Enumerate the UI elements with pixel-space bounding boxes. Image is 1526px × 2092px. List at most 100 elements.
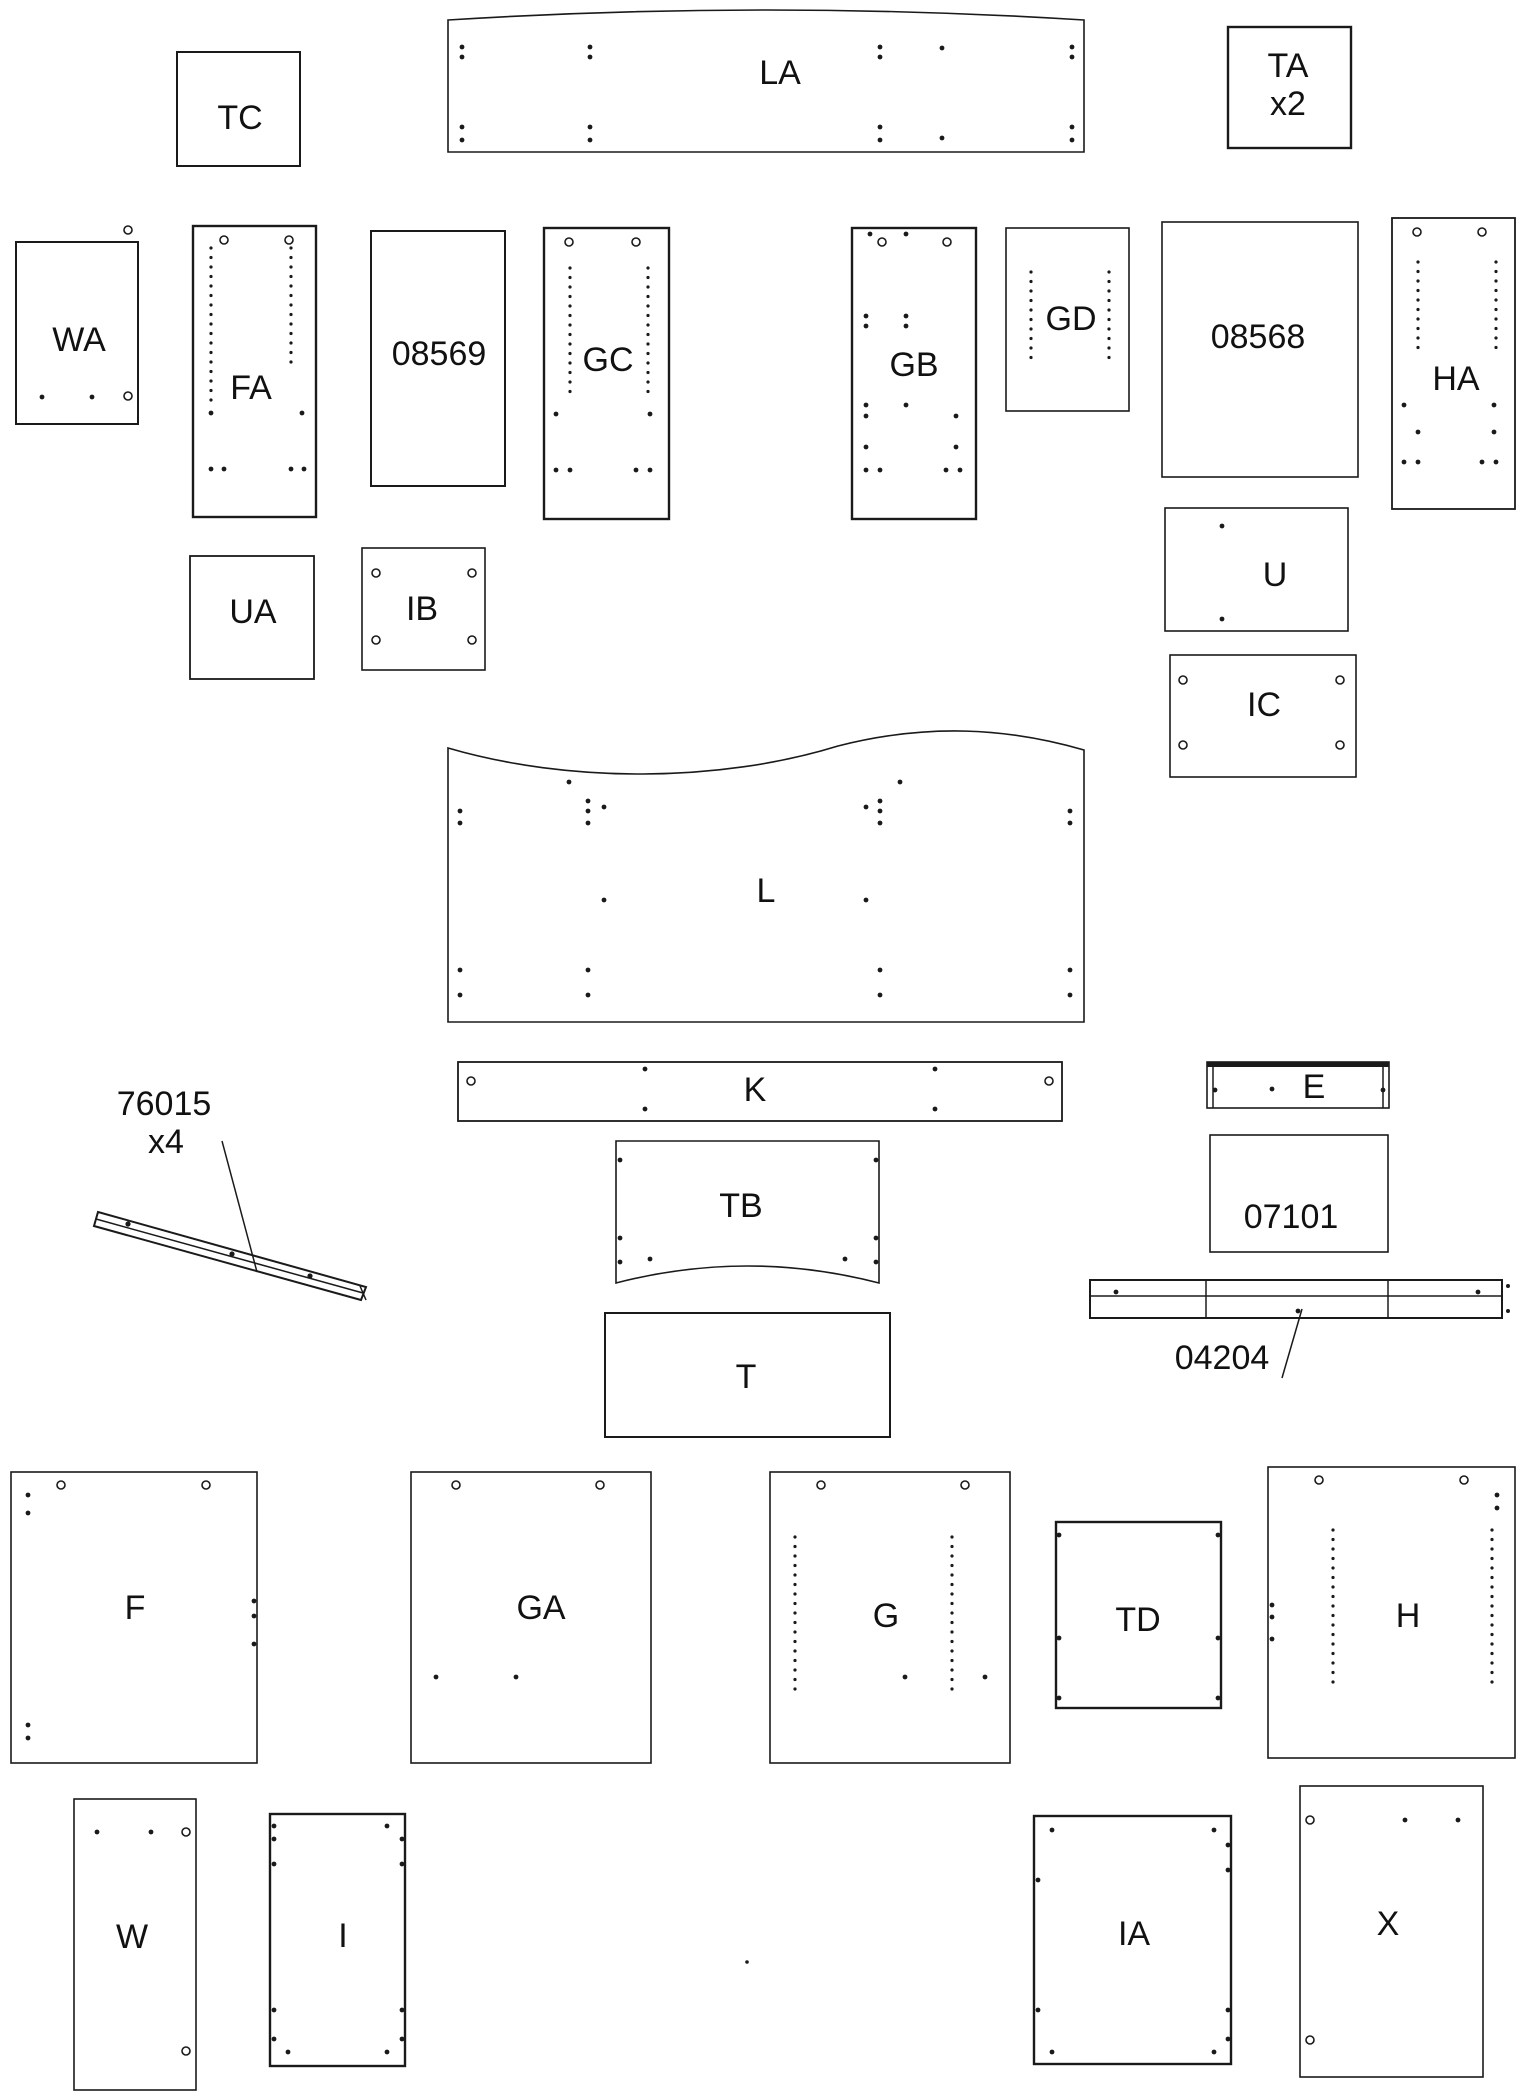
leader-04204 — [1281, 1308, 1303, 1379]
shelf-pin-hole — [568, 285, 572, 289]
shelf-pin-hole — [950, 1611, 954, 1615]
label-tb: TB — [719, 1187, 762, 1225]
hole — [1305, 1815, 1315, 1825]
shelf-pin-hole — [1107, 298, 1111, 303]
hole — [123, 225, 133, 235]
hole — [863, 444, 869, 450]
quantity-76015: x4 — [148, 1123, 184, 1161]
hole — [459, 124, 465, 130]
leader-76015 — [221, 1140, 258, 1273]
shelf-pin-hole — [1416, 326, 1420, 331]
hole — [284, 235, 294, 245]
hole — [873, 1235, 879, 1241]
hole — [877, 237, 887, 247]
hole — [1069, 124, 1075, 130]
hole — [897, 779, 903, 785]
shelf-pin-hole — [568, 304, 572, 308]
shelf-pin-hole — [1494, 279, 1498, 283]
hole — [960, 1480, 970, 1490]
hole — [181, 1827, 191, 1837]
part-h: H — [1267, 1466, 1516, 1759]
hole — [1178, 675, 1188, 685]
shelf-pin-hole — [646, 332, 650, 337]
hole — [633, 467, 639, 473]
hole — [957, 467, 963, 473]
hole — [877, 44, 883, 50]
shelf-pin-hole — [289, 341, 293, 345]
hole — [271, 1823, 277, 1829]
hole — [1479, 459, 1485, 465]
hole — [877, 54, 883, 60]
shelf-pin-hole — [646, 351, 650, 356]
shelf-pin-hole — [209, 350, 213, 355]
hole — [1401, 402, 1407, 408]
shelf-pin-hole — [950, 1592, 954, 1596]
hole — [1494, 1505, 1500, 1511]
outline-tc — [176, 51, 301, 167]
hole — [647, 411, 653, 417]
hole — [877, 820, 883, 826]
hole — [1412, 227, 1422, 237]
shelf-pin-hole — [289, 350, 293, 355]
hole — [1225, 1867, 1231, 1873]
shelf-pin-hole — [1331, 1594, 1335, 1599]
hole — [863, 467, 869, 473]
hole — [457, 992, 463, 998]
shelf-pin-hole — [793, 1687, 797, 1691]
shelf-pin-hole — [1416, 307, 1420, 312]
shelf-pin-hole — [950, 1582, 954, 1587]
part-tc: TC — [176, 51, 301, 167]
shelf-pin-hole — [568, 275, 572, 280]
part-ga: GA — [410, 1471, 652, 1764]
shelf-pin-hole — [1331, 1623, 1335, 1627]
shelf-pin-hole — [1331, 1537, 1335, 1542]
shelf-pin-hole — [793, 1620, 797, 1625]
hole — [873, 1157, 879, 1163]
shelf-pin-hole — [568, 323, 572, 327]
hole — [1067, 808, 1073, 814]
shelf-pin-hole — [1107, 270, 1111, 274]
shelf-pin-hole — [1494, 269, 1498, 274]
hole — [863, 402, 869, 408]
shelf-pin-hole — [1107, 355, 1111, 360]
outline-h — [1267, 1466, 1516, 1759]
part-l: L — [447, 730, 1085, 1023]
shelf-pin-hole — [950, 1639, 954, 1644]
shelf-pin-hole — [289, 284, 293, 288]
part-td: TD — [1054, 1520, 1223, 1710]
shelf-pin-hole — [289, 265, 293, 269]
part-ua: UA — [189, 555, 315, 680]
shelf-pin-hole — [209, 284, 213, 288]
hole — [1067, 820, 1073, 826]
shelf-pin-hole — [1490, 1547, 1494, 1551]
hole — [1269, 1602, 1275, 1608]
shelf-pin-hole — [289, 274, 293, 279]
label-08568: 08568 — [1211, 318, 1306, 356]
shelf-pin-hole — [1331, 1528, 1335, 1532]
shelf-pin-hole — [1107, 346, 1111, 350]
shelf-pin-hole — [1029, 279, 1033, 284]
shelf-pin-hole — [1331, 1661, 1335, 1665]
hole — [1415, 429, 1421, 435]
part-gb: GB — [850, 226, 978, 521]
shelf-pin-hole — [1331, 1632, 1335, 1637]
outline-ua — [189, 555, 315, 680]
hole — [208, 410, 214, 416]
hole — [451, 1480, 461, 1490]
shelf-pin-hole — [209, 265, 213, 269]
outline-gb — [850, 226, 978, 521]
hole — [567, 467, 573, 473]
shelf-pin-hole — [1029, 298, 1033, 303]
shelf-pin-hole — [950, 1677, 954, 1682]
shelf-pin-hole — [1416, 298, 1420, 302]
part-wa: WA — [15, 225, 139, 425]
shelf-pin-hole — [793, 1611, 797, 1615]
part-e: E — [1206, 1061, 1390, 1109]
hole — [271, 2007, 277, 2013]
hole — [1314, 1475, 1324, 1485]
hole — [271, 1836, 277, 1842]
hole — [877, 124, 883, 130]
shelf-pin-hole — [646, 294, 650, 299]
shelf-pin-hole — [793, 1563, 797, 1568]
hole — [1225, 2007, 1231, 2013]
